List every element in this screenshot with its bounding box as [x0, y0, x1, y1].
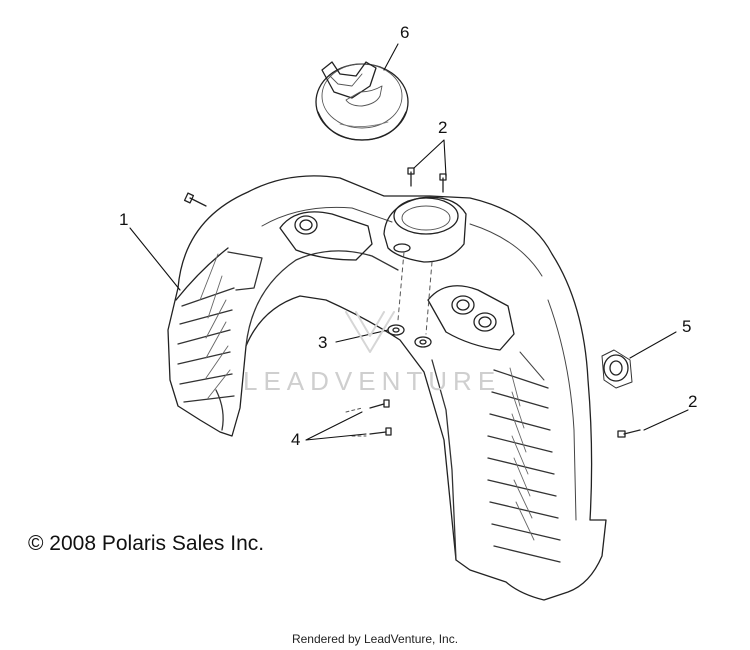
leader-2-right [643, 409, 689, 431]
callout-5: 5 [682, 317, 692, 336]
footer-credit: Rendered by LeadVenture, Inc. [291, 632, 459, 646]
callout-2-right: 2 [688, 392, 698, 411]
callout-2-top: 2 [438, 118, 448, 137]
part-6-mount-cup [315, 61, 409, 141]
leader-lines [129, 43, 689, 441]
leader-6 [383, 43, 399, 71]
part-4-screws [345, 399, 392, 437]
leader-1 [129, 227, 181, 291]
part-3-washers [387, 251, 433, 348]
part-5-clip [601, 349, 633, 389]
watermark-text: LEADVENTURE [243, 366, 502, 396]
part-2-screw-left [183, 192, 207, 207]
callout-4: 4 [291, 430, 301, 449]
copyright-notice: © 2008 Polaris Sales Inc. [28, 532, 265, 555]
part-2-screws-top [407, 167, 447, 193]
leader-4 [305, 411, 367, 441]
part-2-screw-right [617, 429, 641, 438]
part-1-shroud [167, 175, 607, 601]
watermark-logo-icon [345, 311, 395, 353]
callout-3: 3 [318, 333, 328, 352]
callout-6: 6 [400, 23, 410, 42]
callout-1: 1 [119, 210, 129, 229]
leader-2-top [413, 139, 447, 177]
leader-3 [335, 329, 389, 343]
leader-5 [629, 331, 677, 359]
